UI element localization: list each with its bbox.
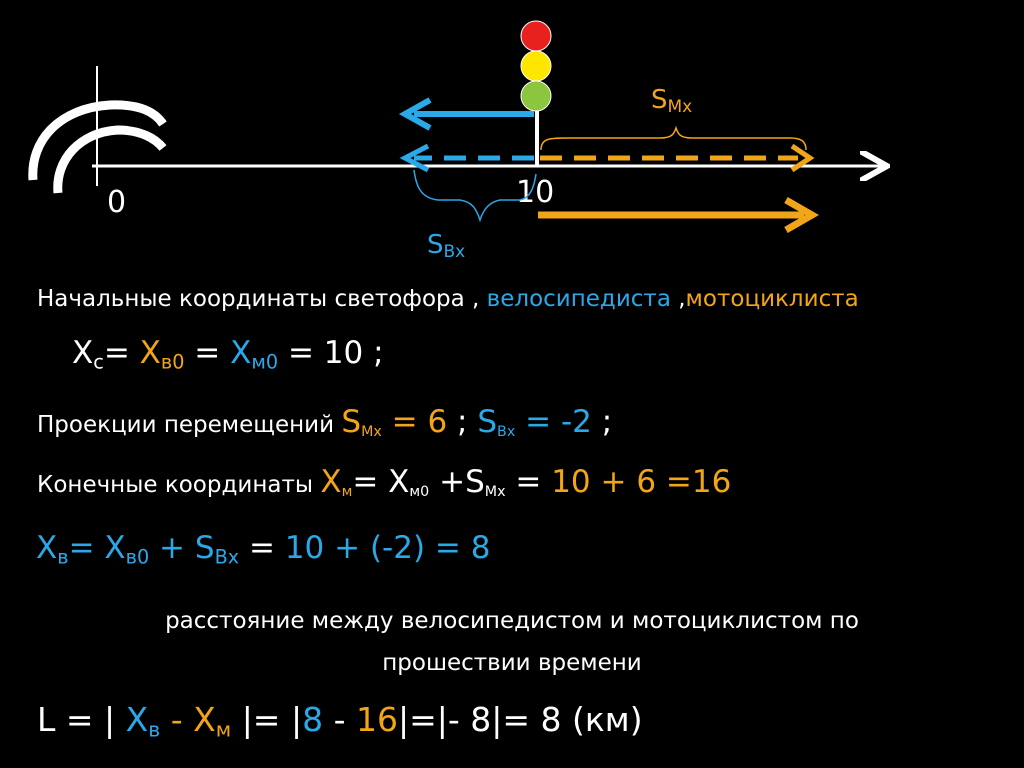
motorcyclist-displacement-arrow xyxy=(540,143,815,173)
distance-equation: L = | Xв - Xм |= |8 - 16|=|- 8|= 8 (км) xyxy=(37,700,643,742)
cyclist-velocity-arrow xyxy=(398,97,534,131)
origin-label: 0 xyxy=(107,185,126,220)
coordinate-diagram: 0 10 SMx SBx xyxy=(28,20,1024,262)
final-coordinates-line: Конечные координаты Xм= Xм0 +SMx = 10 + … xyxy=(37,464,732,500)
cyclist-displacement-arrow xyxy=(399,143,534,173)
initial-coordinates-equation: Xc= Xв0 = Xм0 = 10 ; xyxy=(72,335,384,374)
s-mx-label: SMx xyxy=(651,85,692,117)
projections-line: Проекции перемещений SMx = 6 ; SBx = -2 … xyxy=(37,404,613,440)
cyclist-final-equation: Xв= Xв0 + SBx = 10 + (-2) = 8 xyxy=(36,530,491,569)
initial-coordinates-line: Начальные координаты светофора , велосип… xyxy=(37,286,859,312)
s-bx-brace xyxy=(413,169,537,223)
s-bx-label: SBx xyxy=(427,230,465,262)
traffic-light-icon xyxy=(520,20,552,112)
s-mx-brace xyxy=(540,125,807,151)
motorcyclist-velocity-arrow xyxy=(538,196,820,234)
distance-caption: расстояние между велосипедистом и мотоци… xyxy=(165,608,859,676)
